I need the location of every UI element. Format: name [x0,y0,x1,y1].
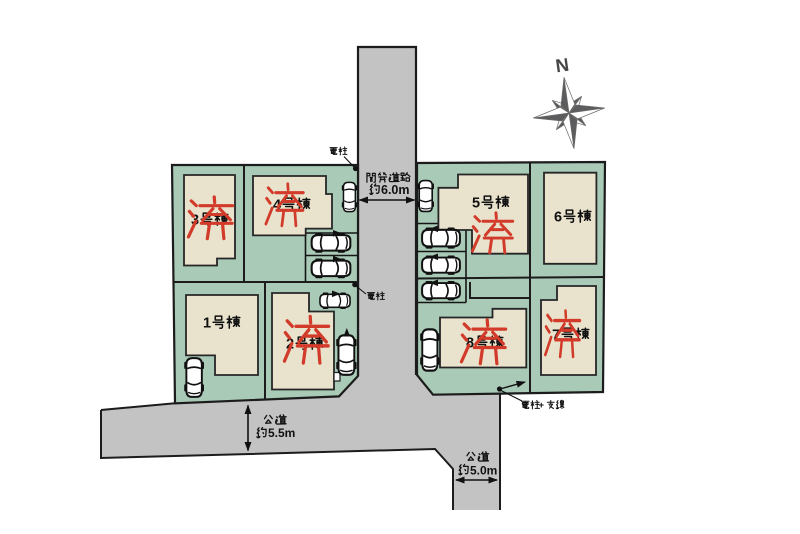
svg-text:6: 6 [554,210,562,226]
svg-text:5: 5 [472,196,480,212]
svg-text:5.5m: 5.5m [268,426,295,440]
svg-text:1: 1 [203,316,211,332]
svg-text:+: + [539,400,545,411]
svg-text:8: 8 [466,336,474,352]
svg-text:4: 4 [273,198,281,214]
svg-text:N: N [554,54,570,77]
svg-text:6.0m: 6.0m [381,183,410,197]
svg-text:5.0m: 5.0m [470,464,497,478]
